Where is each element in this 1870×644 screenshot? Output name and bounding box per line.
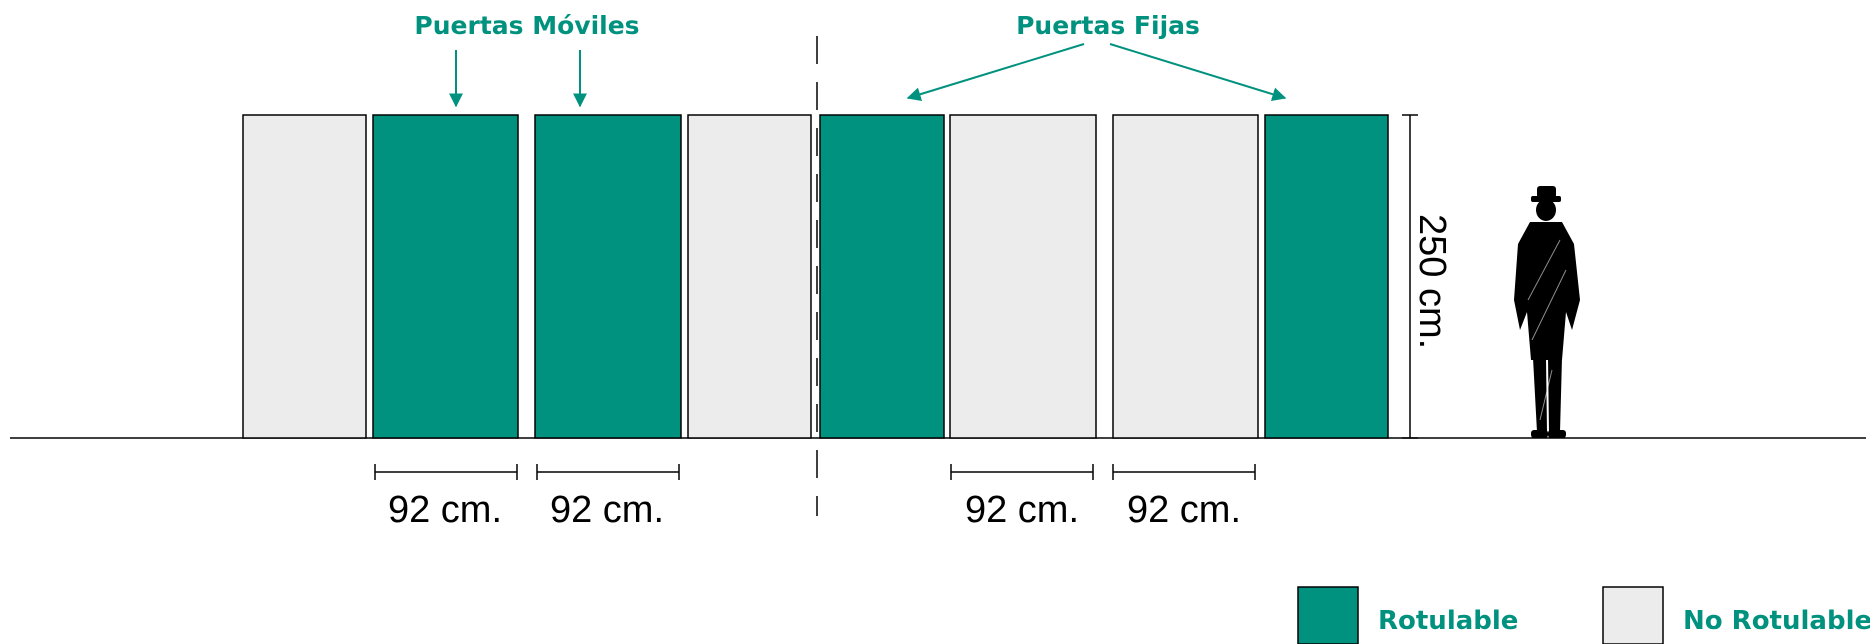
arrow-fijas-right	[1109, 43, 1287, 101]
width-dimensions	[374, 464, 1256, 480]
panels-group	[242, 114, 1389, 439]
legend-swatch-rotulable	[1297, 586, 1359, 644]
person-silhouette-icon	[1514, 186, 1580, 438]
panel-8	[1264, 114, 1389, 439]
panel-5	[819, 114, 945, 439]
label-puertas-fijas: Puertas Fijas	[1016, 11, 1200, 40]
arrows-group	[449, 43, 1287, 108]
label-puertas-moviles: Puertas Móviles	[414, 11, 639, 40]
dim-label-4: 92 cm.	[1127, 489, 1241, 531]
legend-label-rotulable: Rotulable	[1378, 606, 1518, 636]
panel-1	[242, 114, 367, 439]
height-dimension	[1402, 114, 1418, 439]
legend-label-no-rotulable: No Rotulable	[1683, 606, 1870, 636]
panel-4	[687, 114, 812, 439]
panel-6	[949, 114, 1097, 439]
arrow-fijas-left	[906, 43, 1085, 101]
legend: Rotulable No Rotulable	[1297, 586, 1870, 644]
dim-label-2: 92 cm.	[550, 489, 664, 531]
panel-2	[372, 114, 519, 439]
dim-label-1: 92 cm.	[388, 489, 502, 531]
dim-label-height: 250 cm.	[1411, 214, 1453, 349]
panel-7	[1112, 114, 1259, 439]
legend-swatch-no-rotulable	[1602, 586, 1664, 644]
dim-label-3: 92 cm.	[965, 489, 1079, 531]
panel-3	[534, 114, 682, 439]
